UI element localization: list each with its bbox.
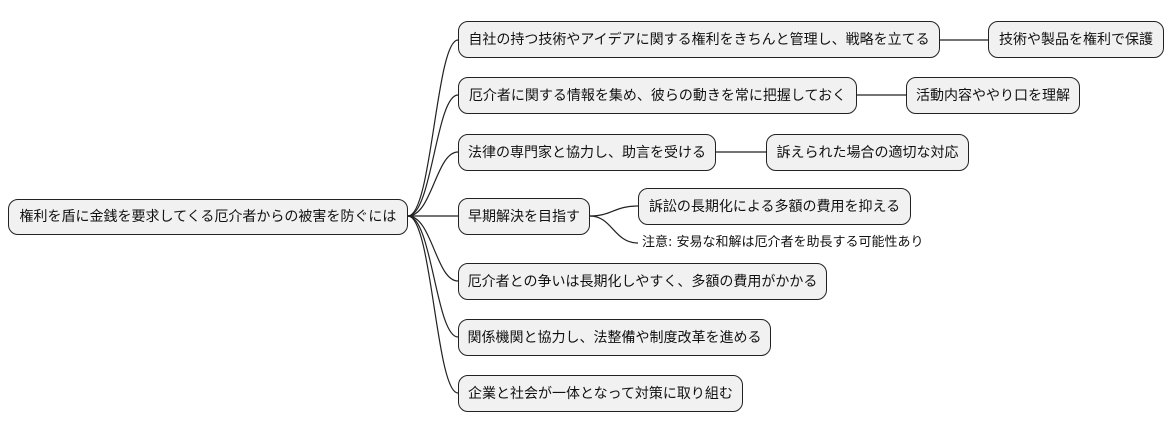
link-root-b0	[407, 39, 459, 217]
link-root-b2	[407, 151, 459, 217]
branch-node-early-resolution: 早期解決を目指す	[458, 198, 590, 235]
link-root-b1	[407, 94, 459, 217]
child-node-protect-products: 技術や製品を権利で保護	[988, 21, 1164, 58]
root-node: 権利を盾に金銭を要求してくる厄介者からの被害を防ぐには	[8, 199, 408, 235]
branch-node-long-disputes: 厄介者との争いは長期化しやすく、多額の費用がかかる	[458, 263, 827, 300]
child-node-reduce-costs: 訴訟の長期化による多額の費用を抑える	[638, 188, 911, 225]
branch-node-society-cooperation: 企業と社会が一体となって対策に取り組む	[458, 375, 743, 412]
link-root-b4	[407, 215, 459, 282]
child-node-proper-response: 訴えられた場合の適切な対応	[766, 134, 969, 171]
branch-node-gather-info: 厄介者に関する情報を集め、彼らの動きを常に把握しておく	[458, 77, 857, 114]
branch-node-legal-reform: 関係機関と協力し、法整備や制度改革を進める	[458, 319, 771, 356]
branch-node-legal-experts: 法律の専門家と協力し、助言を受ける	[458, 134, 716, 171]
link-root-b6	[407, 215, 459, 394]
link-root-b5	[407, 215, 459, 338]
link-b3-note	[589, 215, 639, 244]
link-b3-child	[589, 205, 639, 217]
branch-node-rights-management: 自社の持つ技術やアイデアに関する権利をきちんと管理し、戦略を立てる	[458, 21, 940, 58]
caution-note: 注意: 安易な和解は厄介者を助長する可能性あり	[642, 235, 924, 250]
child-node-understand-tactics: 活動内容ややり口を理解	[906, 77, 1080, 114]
